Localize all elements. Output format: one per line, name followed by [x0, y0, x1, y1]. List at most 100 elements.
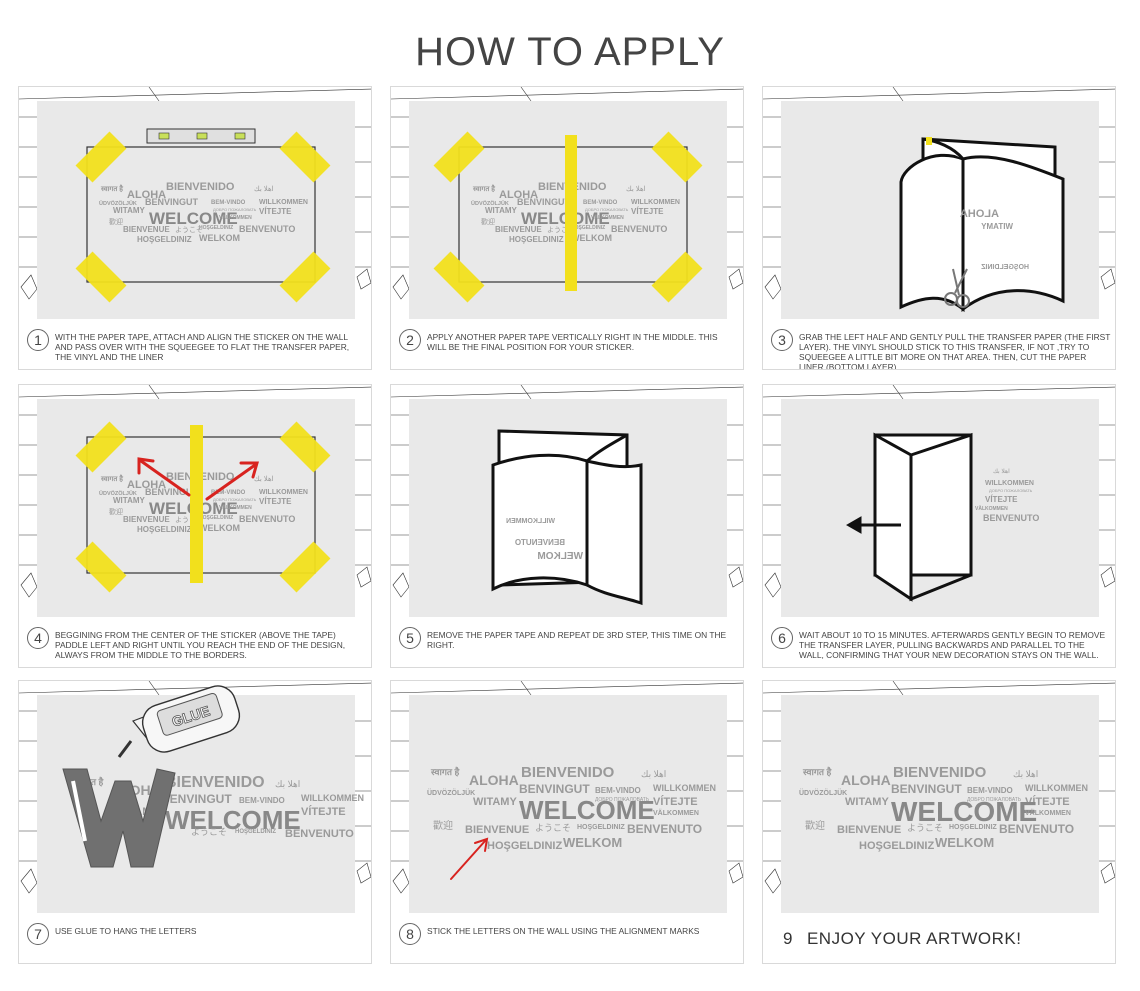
- paper-tape: [433, 131, 703, 303]
- welcome-artwork: اهلا بك WILLKOMMEN ДОБРО ПОЖАЛОВАТЬ VÍTE…: [975, 468, 1039, 523]
- svg-text:BENVENUTO: BENVENUTO: [627, 822, 702, 836]
- svg-text:WELCOME: WELCOME: [149, 209, 238, 228]
- svg-text:ДОБРО ПОЖАЛОВАТЬ: ДОБРО ПОЖАЛОВАТЬ: [585, 207, 629, 212]
- svg-text:WELKOM: WELKOM: [935, 835, 994, 850]
- svg-text:ALOHA: ALOHA: [499, 189, 538, 201]
- svg-text:اهلا بك: اهلا بك: [993, 468, 1010, 475]
- svg-text:BENVENUTO: BENVENUTO: [515, 538, 565, 547]
- svg-text:WILLKOMMEN: WILLKOMMEN: [631, 199, 680, 206]
- step-number: 9: [783, 929, 793, 948]
- svg-text:اهلا بك: اهلا بك: [275, 779, 300, 789]
- svg-text:BENVENUTO: BENVENUTO: [983, 513, 1039, 523]
- svg-text:BENVINGUT: BENVINGUT: [145, 487, 199, 497]
- svg-text:ÜDVÖZÖLJÜK: ÜDVÖZÖLJÜK: [427, 788, 475, 797]
- step-8-caption: 8 STICK THE LETTERS ON THE WALL USING TH…: [399, 919, 739, 945]
- svg-text:WILLKOMMEN: WILLKOMMEN: [1025, 783, 1088, 793]
- svg-text:BIENVENUE: BIENVENUE: [465, 824, 529, 836]
- svg-text:VÍTEJTE: VÍTEJTE: [653, 795, 698, 808]
- svg-text:BENVENUTO: BENVENUTO: [239, 224, 295, 234]
- step-number: 8: [399, 923, 421, 945]
- svg-text:BEM-VINDO: BEM-VINDO: [583, 200, 618, 206]
- letter-w-icon: [62, 768, 176, 868]
- svg-text:VÄLKOMMEN: VÄLKOMMEN: [653, 809, 699, 817]
- mirrored-words: WELKOM BENVENUTO WILLKOMMEN: [506, 518, 583, 562]
- step-2-caption: 2 APPLY ANOTHER PAPER TAPE VERTICALLY RI…: [399, 325, 739, 352]
- glue-bottle-icon: GLUE: [117, 685, 241, 758]
- step-text: STICK THE LETTERS ON THE WALL USING THE …: [427, 926, 700, 936]
- svg-text:स्वागत है: स्वागत है: [802, 766, 833, 777]
- mirrored-words: ALOHA WITAMY HOŞGELDINIZ: [960, 208, 1029, 271]
- svg-text:ДОБРО ПОЖАЛОВАТЬ: ДОБРО ПОЖАЛОВАТЬ: [967, 797, 1022, 803]
- step-3-illustration: ALOHA WITAMY HOŞGELDINIZ: [763, 87, 1115, 319]
- svg-text:VÄLKOMMEN: VÄLKOMMEN: [975, 505, 1008, 512]
- svg-text:WITAMY: WITAMY: [980, 222, 1013, 231]
- svg-text:ようこそ: ようこそ: [535, 823, 571, 833]
- step-8-panel: स्वागत है ALOHA BIENVENIDO اهلا بك ÜDVÖZ…: [390, 680, 744, 964]
- svg-text:WELKOM: WELKOM: [563, 835, 622, 850]
- svg-text:اهلا بك: اهلا بك: [1013, 769, 1038, 779]
- step-5-illustration: WELKOM BENVENUTO WILLKOMMEN: [391, 385, 743, 617]
- svg-text:ようこそ: ようこそ: [175, 516, 203, 524]
- svg-text:WELCOME: WELCOME: [165, 805, 301, 835]
- svg-text:VÍTEJTE: VÍTEJTE: [301, 805, 346, 818]
- step-7-illustration: स्वागत है ALOHA BIENVENIDO اهلا بك BENVI…: [19, 681, 371, 913]
- svg-text:HOŞGELDINIZ: HOŞGELDINIZ: [199, 515, 233, 521]
- arrow-left-icon: [845, 516, 901, 534]
- step-7-panel: स्वागत है ALOHA BIENVENIDO اهلا بك BENVI…: [18, 680, 372, 964]
- svg-text:स्वागत है: स्वागत है: [100, 474, 123, 483]
- svg-text:HOŞGELDINIZ: HOŞGELDINIZ: [980, 264, 1029, 271]
- step-5-caption: 5 REMOVE THE PAPER TAPE AND REPEAT DE 3R…: [399, 623, 739, 650]
- svg-text:BIENVENUE: BIENVENUE: [123, 225, 170, 234]
- paper-tape: [75, 421, 331, 593]
- svg-text:ALOHA: ALOHA: [127, 189, 166, 201]
- svg-text:ようこそ: ようこそ: [175, 226, 203, 234]
- welcome-artwork: स्वागत है ALOHA BIENVENIDO اهلا بك ÜDVÖZ…: [427, 764, 716, 852]
- step-text: ENJOY YOUR ARTWORK!: [806, 929, 1022, 948]
- svg-text:BIENVENUE: BIENVENUE: [123, 515, 170, 524]
- center-tape: [565, 135, 577, 291]
- step-text: WITH THE PAPER TAPE, ATTACH AND ALIGN TH…: [55, 332, 350, 362]
- svg-text:BENVINGUT: BENVINGUT: [161, 792, 232, 806]
- svg-text:BIENVENUE: BIENVENUE: [837, 824, 901, 836]
- step-5-panel: WELKOM BENVENUTO WILLKOMMEN 5 REMOVE THE…: [390, 384, 744, 668]
- step-4-caption: 4 BEGGINING FROM THE CENTER OF THE STICK…: [27, 623, 367, 660]
- step-number: 6: [771, 627, 793, 649]
- svg-text:HOŞGELDINIZ: HOŞGELDINIZ: [509, 235, 564, 244]
- step-text: APPLY ANOTHER PAPER TAPE VERTICALLY RIGH…: [427, 332, 718, 352]
- step-text: USE GLUE TO HANG THE LETTERS: [55, 926, 197, 936]
- step-2-panel: स्वागत है ALOHA BIENVENIDO اهلا بك ÜDVÖZ…: [390, 86, 744, 370]
- svg-text:BEM-VINDO: BEM-VINDO: [595, 786, 641, 795]
- transfer-paper-peel: [491, 429, 643, 606]
- step-1-panel: स्वागत है ALOHA BIENVENIDO اهلا بك ÜDVÖZ…: [18, 86, 372, 370]
- svg-text:ALOHA: ALOHA: [841, 772, 891, 788]
- svg-text:स्वागत है: स्वागत है: [472, 184, 495, 193]
- step-number: 3: [771, 329, 793, 351]
- svg-text:HOŞGELDINIZ: HOŞGELDINIZ: [487, 840, 562, 852]
- svg-text:WILLKOMMEN: WILLKOMMEN: [301, 793, 364, 803]
- step-2-illustration: स्वागत है ALOHA BIENVENIDO اهلا بك ÜDVÖZ…: [391, 87, 743, 319]
- svg-text:ДОБРО ПОЖАЛОВАТЬ: ДОБРО ПОЖАЛОВАТЬ: [989, 488, 1033, 493]
- svg-text:ÜDVÖZÖLJÜK: ÜDVÖZÖLJÜK: [799, 788, 847, 797]
- svg-text:HOŞGELDINIZ: HOŞGELDINIZ: [577, 824, 626, 831]
- svg-text:WELKOM: WELKOM: [537, 551, 583, 562]
- step-text: GRAB THE LEFT HALF AND GENTLY PULL THE T…: [799, 332, 1111, 370]
- svg-text:WELKOM: WELKOM: [199, 233, 240, 243]
- svg-text:VÍTEJTE: VÍTEJTE: [259, 207, 292, 216]
- step-text: BEGGINING FROM THE CENTER OF THE STICKER…: [55, 630, 346, 660]
- svg-text:ДОБРО ПОЖАЛОВАТЬ: ДОБРО ПОЖАЛОВАТЬ: [213, 497, 257, 502]
- step-4-panel: स्वागत है ALOHA BIENVENIDO اهلا بك ÜDVÖZ…: [18, 384, 372, 668]
- svg-text:HOŞGELDINIZ: HOŞGELDINIZ: [235, 829, 276, 835]
- svg-text:BENVENUTO: BENVENUTO: [239, 514, 295, 524]
- svg-text:HOŞGELDINIZ: HOŞGELDINIZ: [137, 235, 192, 244]
- svg-text:اهلا بك: اهلا بك: [254, 185, 274, 193]
- svg-text:ДОБРО ПОЖАЛОВАТЬ: ДОБРО ПОЖАЛОВАТЬ: [213, 207, 257, 212]
- svg-text:BENVINGUT: BENVINGUT: [145, 197, 199, 207]
- svg-text:BENVENUTO: BENVENUTO: [999, 822, 1074, 836]
- step-number: 2: [399, 329, 421, 351]
- svg-text:WITAMY: WITAMY: [485, 206, 518, 215]
- svg-text:VÍTEJTE: VÍTEJTE: [985, 495, 1018, 504]
- svg-text:HOŞGELDINIZ: HOŞGELDINIZ: [571, 225, 605, 231]
- step-number: 1: [27, 329, 49, 351]
- step-9-illustration: स्वागत है ALOHA BIENVENIDO اهلا بك ÜDVÖZ…: [763, 681, 1115, 913]
- svg-text:VÄLKOMMEN: VÄLKOMMEN: [1025, 809, 1071, 817]
